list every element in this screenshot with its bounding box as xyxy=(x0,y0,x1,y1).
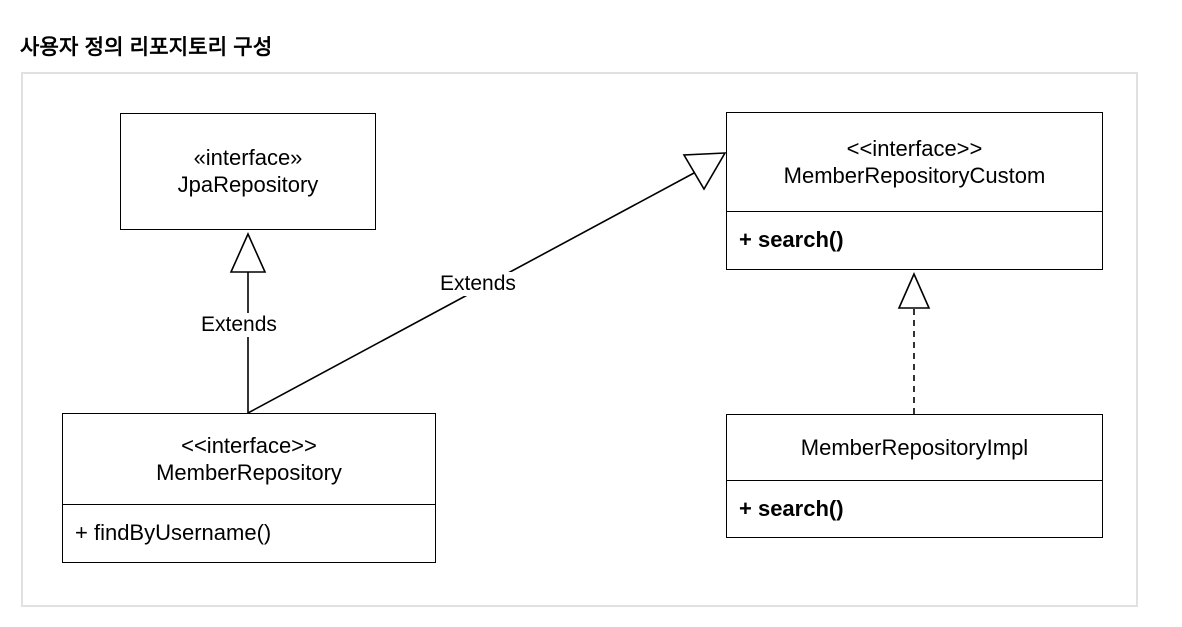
hollow-triangle-arrow-custom xyxy=(682,152,727,191)
operation-search: + search() xyxy=(739,227,844,252)
operations-section: + findByUsername() xyxy=(63,504,435,561)
operation-find-by-username: + findByUsername() xyxy=(75,520,272,545)
box-member-repository-impl[interactable]: MemberRepositoryImpl + search() xyxy=(726,414,1103,538)
class-name: JpaRepository xyxy=(177,172,319,197)
diagram-frame xyxy=(21,72,1138,607)
operations-section: + search() xyxy=(727,211,1102,268)
box-member-repository-custom[interactable]: <<interface>> MemberRepositoryCustom + s… xyxy=(726,112,1103,270)
stereotype-label: <<interface>> xyxy=(181,433,317,458)
box-jpa-repository[interactable]: «interface» JpaRepository xyxy=(120,113,376,230)
label-extends-custom: Extends xyxy=(438,272,518,296)
box-header: <<interface>> MemberRepository xyxy=(63,414,435,504)
box-member-repository[interactable]: <<interface>> MemberRepository + findByU… xyxy=(62,413,436,563)
operation-search: + search() xyxy=(739,495,844,521)
class-name: MemberRepository xyxy=(156,460,342,485)
box-header: MemberRepositoryImpl xyxy=(727,415,1102,480)
class-name: MemberRepositoryImpl xyxy=(800,435,1029,460)
page-title: 사용자 정의 리포지토리 구성 xyxy=(20,36,273,59)
stereotype-label: «interface» xyxy=(193,145,303,170)
box-header: <<interface>> MemberRepositoryCustom xyxy=(727,113,1102,211)
box-header: «interface» JpaRepository xyxy=(121,114,375,228)
operations-section: + search() xyxy=(727,480,1102,536)
hollow-triangle-arrow-impl xyxy=(897,272,931,309)
class-name: MemberRepositoryCustom xyxy=(783,163,1046,188)
label-extends-jpa: Extends xyxy=(199,313,279,337)
stereotype-label: <<interface>> xyxy=(846,136,983,161)
hollow-triangle-arrow-jpa xyxy=(229,232,267,273)
